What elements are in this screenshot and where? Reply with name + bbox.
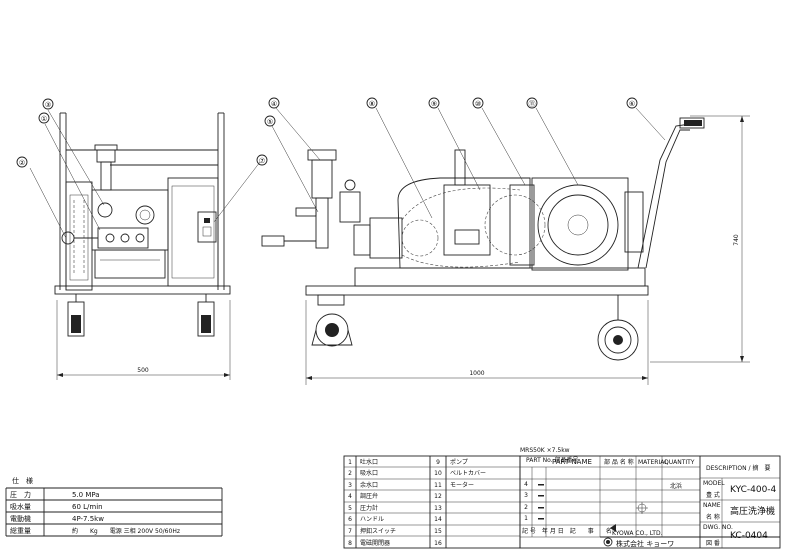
- part-name-3: 余水口: [360, 481, 378, 489]
- callouts-side: ④ ⑤ ⑧ ⑨ ⑩ ⑪ ⑥ 1000 740: [264, 97, 740, 377]
- svg-text:13: 13: [434, 505, 442, 512]
- rev-2: 2: [524, 504, 528, 511]
- svg-text:14: 14: [434, 516, 442, 523]
- rev-header: 記 号 年 月 日 記 事 名: [522, 527, 612, 535]
- part-name-7: 押釦スイッチ: [360, 527, 396, 535]
- company-jp: 株式会社 キョーワ: [616, 539, 674, 548]
- motor-note: MRS50K ×7.5kw: [520, 447, 570, 454]
- svg-text:6: 6: [348, 516, 352, 523]
- part-name-4: 調圧弁: [360, 492, 378, 500]
- part-name-1: 吐水口: [360, 458, 378, 466]
- rev-1: 1: [524, 515, 528, 522]
- spec-value-flow: 60 L/min: [72, 503, 103, 511]
- title-block: [519, 455, 781, 549]
- product-name: 高圧洗浄機: [730, 505, 775, 517]
- svg-text:4: 4: [348, 493, 352, 500]
- part-name-header: PART NAME: [552, 458, 592, 466]
- part-name-11: モーター: [450, 481, 474, 489]
- callouts-front: ③ ① ② ⑦ 500: [16, 98, 268, 374]
- spec-title: 仕 様: [12, 476, 33, 485]
- spec-table: 仕 様 圧 力 5.0 MPa 吸水量 60 L/min 電動機 4P-7.5k…: [5, 476, 223, 537]
- parts-list-text: 1 吐水口 2 吸水口 3 余水口 4 調圧弁 5 圧力計 6 ハンドル 7 押…: [348, 458, 486, 547]
- side-view: [261, 107, 750, 385]
- material-header: MATERIAL: [638, 459, 668, 466]
- name-label: NAME: [703, 502, 721, 509]
- svg-text:9: 9: [436, 459, 440, 466]
- scale-label: 北浜: [670, 482, 682, 490]
- svg-text:11: 11: [434, 482, 442, 489]
- svg-text:12: 12: [434, 493, 442, 500]
- part-name-5: 圧力計: [360, 504, 378, 512]
- callout-10: ⑩: [475, 100, 481, 108]
- callout-11: ⑪: [529, 100, 536, 108]
- checked-stamp: 名 称: [706, 513, 720, 521]
- part-name-jp: 部 品 名 称: [604, 458, 634, 466]
- part-name-10: ベルトカバー: [450, 470, 486, 477]
- model-number: KYC-400-4: [730, 485, 777, 495]
- rev-4: 4: [524, 481, 528, 488]
- callout-4: ④: [271, 100, 277, 108]
- svg-text:8: 8: [348, 540, 352, 547]
- dimension-1000: 1000: [469, 370, 484, 377]
- drawing-number: KC-0404: [730, 531, 768, 541]
- part-no-header: PART No. 部品番号: [526, 456, 579, 464]
- callout-9: ⑨: [431, 100, 437, 108]
- spec-label-weight: 総重量: [10, 526, 31, 535]
- description-header: DESCRIPTION / 摘 要: [706, 464, 770, 472]
- quantity-header: QUANTITY: [664, 459, 695, 466]
- callout-8: ⑧: [369, 100, 375, 108]
- dimension-740: 740: [733, 234, 740, 246]
- svg-text:2: 2: [348, 470, 352, 477]
- svg-text:3: 3: [348, 482, 352, 489]
- callout-5: ⑤: [267, 118, 273, 126]
- spec-label-motor: 電動機: [10, 514, 31, 523]
- part-name-9: ポンプ: [450, 458, 468, 466]
- svg-text:16: 16: [434, 540, 442, 547]
- callout-6: ⑥: [629, 100, 635, 108]
- callout-1: ①: [41, 115, 47, 123]
- svg-text:10: 10: [434, 470, 442, 477]
- svg-text:5: 5: [348, 505, 352, 512]
- front-view: [29, 109, 261, 380]
- spec-label-flow: 吸水量: [10, 502, 31, 511]
- approved-stamp: 豊 式: [706, 491, 720, 499]
- model-label: MODEL: [703, 480, 725, 487]
- part-name-6: ハンドル: [360, 516, 384, 523]
- company-en: KYOWA CO., LTD.: [612, 530, 663, 537]
- part-name-2: 吸水口: [360, 469, 378, 477]
- svg-text:7: 7: [348, 528, 352, 535]
- rev-3: 3: [524, 492, 528, 499]
- spec-value-pressure: 5.0 MPa: [72, 491, 100, 499]
- spec-label-pressure: 圧 力: [10, 490, 31, 499]
- title-block-text: MRS50K ×7.5kw PART No. 部品番号 PART NAME 部 …: [520, 447, 777, 548]
- drawing-label: DWG. NO.: [703, 524, 733, 531]
- spec-value-motor: 4P-7.5kw: [72, 515, 104, 523]
- callout-2: ②: [19, 159, 25, 167]
- spec-value-weight: 約 Kg 電源 三相 200V 50/60Hz: [72, 527, 180, 535]
- svg-text:15: 15: [434, 528, 442, 535]
- drawn-stamp: 図 番: [706, 540, 720, 547]
- dimension-500: 500: [137, 367, 149, 374]
- part-name-8: 電磁開閉器: [360, 539, 390, 547]
- callout-7: ⑦: [259, 157, 265, 165]
- svg-text:1: 1: [348, 459, 352, 466]
- callout-3: ③: [45, 101, 51, 109]
